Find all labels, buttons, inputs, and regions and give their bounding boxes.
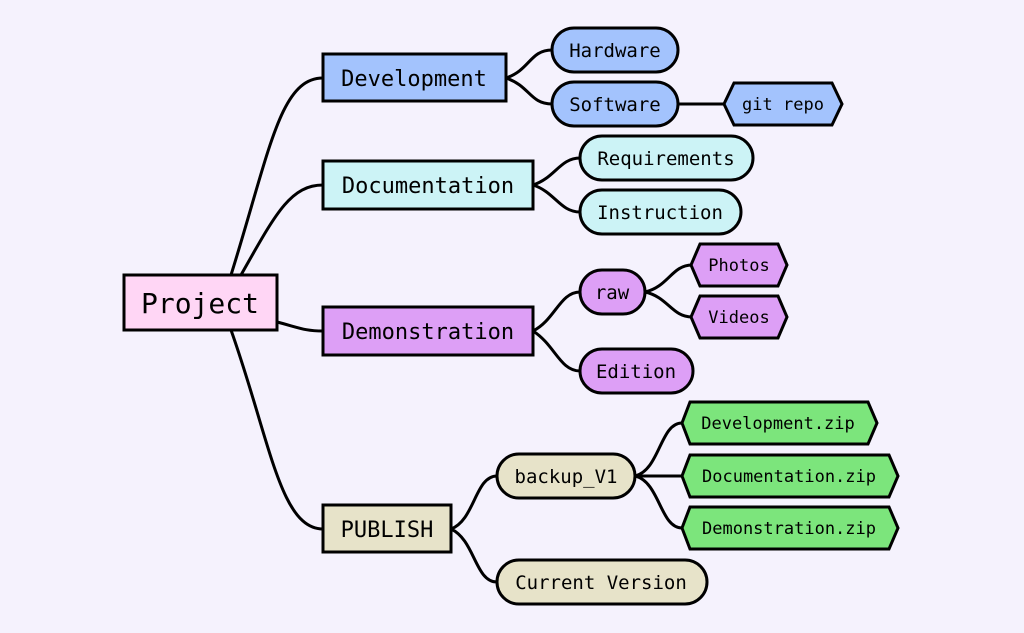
photos-node-label: Photos bbox=[708, 256, 769, 276]
instruction-node-label: Instruction bbox=[597, 202, 723, 224]
edge-project-documentation bbox=[239, 183, 325, 277]
edge-documentation-instruction bbox=[531, 183, 582, 214]
edge-development-hardware bbox=[504, 48, 554, 80]
development-node-box bbox=[321, 52, 508, 103]
edge-development-software bbox=[504, 76, 554, 106]
edge-documentation-requirements bbox=[531, 156, 582, 187]
edge-publish-current bbox=[449, 527, 499, 584]
development-zip-node-label: Development.zip bbox=[701, 414, 855, 434]
edge-raw-videos bbox=[643, 290, 694, 319]
root-node-box bbox=[122, 273, 279, 332]
demonstration-zip-node-box bbox=[680, 505, 900, 551]
git-repo-node-box bbox=[722, 81, 844, 127]
hardware-node-label: Hardware bbox=[569, 40, 661, 62]
documentation-node-label: Documentation bbox=[342, 174, 514, 199]
videos-node-box bbox=[689, 294, 789, 340]
edge-project-publish bbox=[229, 328, 325, 531]
current-version-node-box bbox=[495, 558, 709, 606]
requirements-node-box bbox=[578, 134, 755, 182]
root-node: Project bbox=[122, 273, 279, 332]
git-repo-node-label: git repo bbox=[742, 95, 824, 115]
edges bbox=[229, 48, 727, 584]
development-node-label: Development bbox=[341, 67, 487, 92]
raw-node-box bbox=[578, 268, 647, 316]
backup-node-box bbox=[495, 452, 637, 500]
documentation-zip-node-box bbox=[680, 453, 900, 499]
software-node-label: Software bbox=[569, 94, 661, 116]
hardware-node-box bbox=[550, 26, 680, 74]
raw-node-label: raw bbox=[595, 282, 630, 304]
development-branch: Development Hardware Software git repo bbox=[321, 26, 844, 128]
demonstration-zip-node-label: Demonstration.zip bbox=[702, 519, 876, 539]
development-zip-node-box bbox=[680, 400, 879, 446]
publish-branch: PUBLISH backup_V1 Development.zip Docume… bbox=[321, 400, 900, 606]
demonstration-branch: Demonstration raw Photos Videos Edition bbox=[321, 242, 789, 395]
backup-node-label: backup_V1 bbox=[515, 466, 618, 488]
instruction-node-box bbox=[578, 188, 743, 236]
documentation-node-box bbox=[321, 159, 535, 211]
demonstration-node-box bbox=[321, 305, 535, 357]
requirements-node-label: Requirements bbox=[597, 148, 734, 170]
edge-backup-devzip bbox=[633, 421, 684, 478]
demonstration-node-label: Demonstration bbox=[342, 320, 514, 345]
documentation-branch: Documentation Requirements Instruction bbox=[321, 134, 755, 236]
edge-demonstration-edition bbox=[531, 329, 582, 373]
edition-node-label: Edition bbox=[596, 361, 676, 383]
edge-raw-photos bbox=[643, 263, 694, 294]
edge-demonstration-raw bbox=[531, 290, 582, 333]
publish-node-label: PUBLISH bbox=[341, 518, 434, 543]
edition-node-box bbox=[578, 347, 695, 395]
software-node-box bbox=[550, 80, 680, 128]
edge-backup-demozip bbox=[633, 474, 684, 530]
edge-publish-backup bbox=[449, 474, 499, 531]
videos-node-label: Videos bbox=[708, 308, 769, 328]
edge-project-development bbox=[229, 76, 325, 277]
root-node-label: Project bbox=[141, 287, 259, 320]
edge-project-demonstration bbox=[275, 320, 325, 333]
documentation-zip-node-label: Documentation.zip bbox=[702, 467, 876, 487]
publish-node-box bbox=[321, 503, 453, 554]
current-version-node-label: Current Version bbox=[515, 572, 687, 594]
photos-node-box bbox=[689, 242, 789, 288]
